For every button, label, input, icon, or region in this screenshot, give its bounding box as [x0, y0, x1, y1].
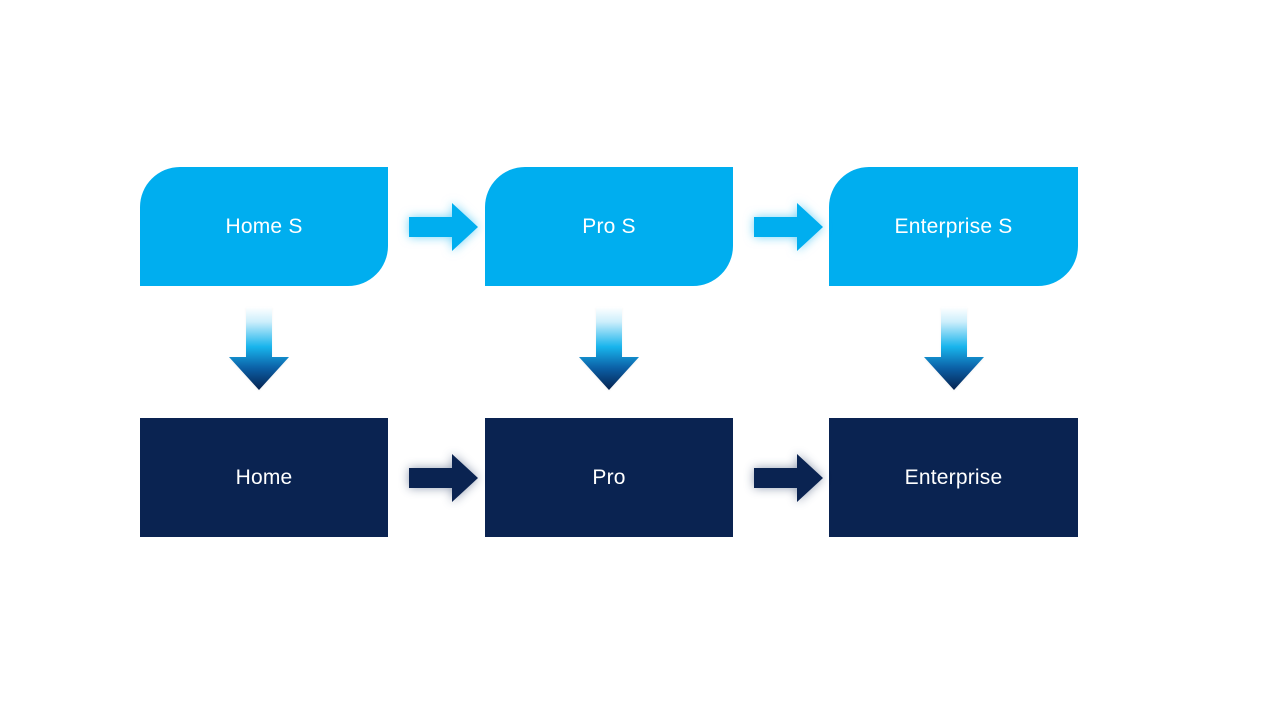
arrow-enterprise-s-to-enterprise: [923, 307, 985, 391]
node-label-home-s: Home S: [225, 214, 303, 238]
arrow-pro-s-to-pro: [578, 307, 640, 391]
node-label-enterprise: Enterprise: [904, 465, 1003, 489]
node-label-enterprise-s: Enterprise S: [894, 214, 1013, 238]
node-enterprise[interactable]: Enterprise: [829, 418, 1078, 537]
arrow-pro-to-enterprise: [754, 453, 824, 503]
arrow-home-s-to-pro-s: [409, 202, 479, 252]
node-pro-s[interactable]: Pro S: [485, 167, 733, 286]
node-home-s[interactable]: Home S: [140, 167, 388, 286]
node-home[interactable]: Home: [140, 418, 388, 537]
arrow-pro-s-to-enterprise-s: [754, 202, 824, 252]
arrow-home-to-pro: [409, 453, 479, 503]
node-label-pro: Pro: [592, 465, 626, 489]
node-pro[interactable]: Pro: [485, 418, 733, 537]
node-enterprise-s[interactable]: Enterprise S: [829, 167, 1078, 286]
node-label-pro-s: Pro S: [582, 214, 636, 238]
node-label-home: Home: [235, 465, 293, 489]
arrow-home-s-to-home: [228, 307, 290, 391]
